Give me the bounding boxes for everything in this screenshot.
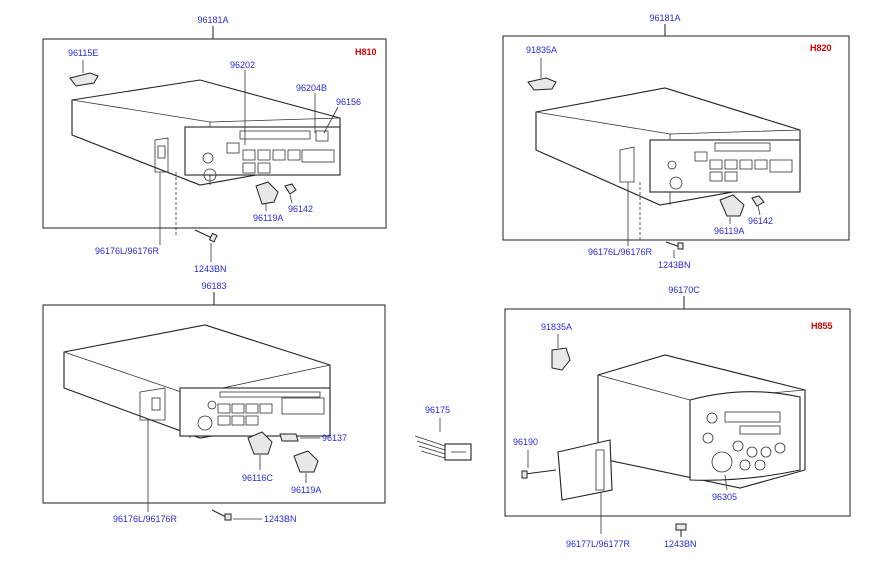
part-label-large-knob: 96119A <box>291 485 321 495</box>
wire-harness: 96175 <box>414 405 472 461</box>
panel-96183: 96183 96137 96116C 96119A <box>42 281 386 524</box>
part-label-small-knob: 96142 <box>748 216 773 226</box>
panel-h855: 96170C H855 91835A 9 <box>504 285 851 549</box>
bracket-clip-icon <box>527 77 557 91</box>
radio-unit-h820 <box>535 87 801 206</box>
panel-h855-frame <box>504 308 851 517</box>
part-label-screw-a: 96190 <box>513 437 538 447</box>
assembly-label: 96170C <box>668 285 700 295</box>
part-label-large-knob: 96119A <box>714 226 744 236</box>
bracket-clip-icon <box>69 72 99 87</box>
part-label-unit: 96305 <box>712 492 737 502</box>
small-knob-icon <box>751 195 765 207</box>
part-label-round-knob: 96116C <box>242 473 273 483</box>
screw-icon <box>194 229 218 243</box>
part-label-side-bracket: 96177L/96177R <box>566 539 631 549</box>
part-label-button-a: 96202 <box>230 60 255 70</box>
part-label-side-bracket: 96176L/96176R <box>588 247 653 257</box>
radio-unit-96183 <box>63 324 331 439</box>
screw-icon <box>665 241 684 250</box>
bar-knob-icon <box>279 433 299 442</box>
part-label-large-knob: 96119A <box>253 213 283 223</box>
radio-unit-h855 <box>597 354 806 489</box>
screw-icon <box>675 523 687 537</box>
radio-unit-h810 <box>71 79 341 186</box>
part-label-side-bracket: 96176L/96176R <box>113 514 178 524</box>
mounting-plate-icon <box>557 439 613 501</box>
assembly-label: 96181A <box>649 13 680 23</box>
bracket-clip-icon <box>551 347 571 371</box>
model-code: H820 <box>810 43 832 53</box>
round-knob-icon <box>247 431 273 455</box>
panel-h810-frame <box>42 38 387 229</box>
part-label-small-knob: 96142 <box>288 204 313 214</box>
part-label-bar-knob: 96137 <box>322 433 347 443</box>
assembly-label: 96181A <box>197 15 228 25</box>
screw-icon <box>211 509 232 521</box>
large-knob-icon <box>293 450 319 473</box>
part-label-screw: 1243BN <box>194 264 227 274</box>
large-knob-icon <box>719 194 745 217</box>
part-label-bracket: 91835A <box>526 45 557 55</box>
panel-h820: 96181A H820 91835A 96142 961 <box>502 13 850 270</box>
panel-h810: 96181A H810 96115E <box>42 15 387 274</box>
part-label-screw: 1243BN <box>658 260 691 270</box>
part-label-button-c: 96156 <box>336 97 361 107</box>
part-label-screw-b: 1243BN <box>664 539 697 549</box>
assembly-label: 96183 <box>201 281 226 291</box>
large-knob-icon <box>255 181 279 205</box>
part-label-bracket: 96115E <box>68 48 98 58</box>
part-label-harness: 96175 <box>425 405 450 415</box>
part-label-screw: 1243BN <box>264 514 297 524</box>
part-label-button-b: 96204B <box>296 83 327 93</box>
part-label-bracket: 91835A <box>541 322 572 332</box>
small-knob-icon <box>284 183 297 195</box>
screw-icon <box>521 469 557 479</box>
panel-h820-frame <box>502 35 850 241</box>
model-code: H810 <box>355 47 377 57</box>
part-label-side-bracket: 96176L/96176R <box>95 246 160 256</box>
model-code: H855 <box>811 321 833 331</box>
